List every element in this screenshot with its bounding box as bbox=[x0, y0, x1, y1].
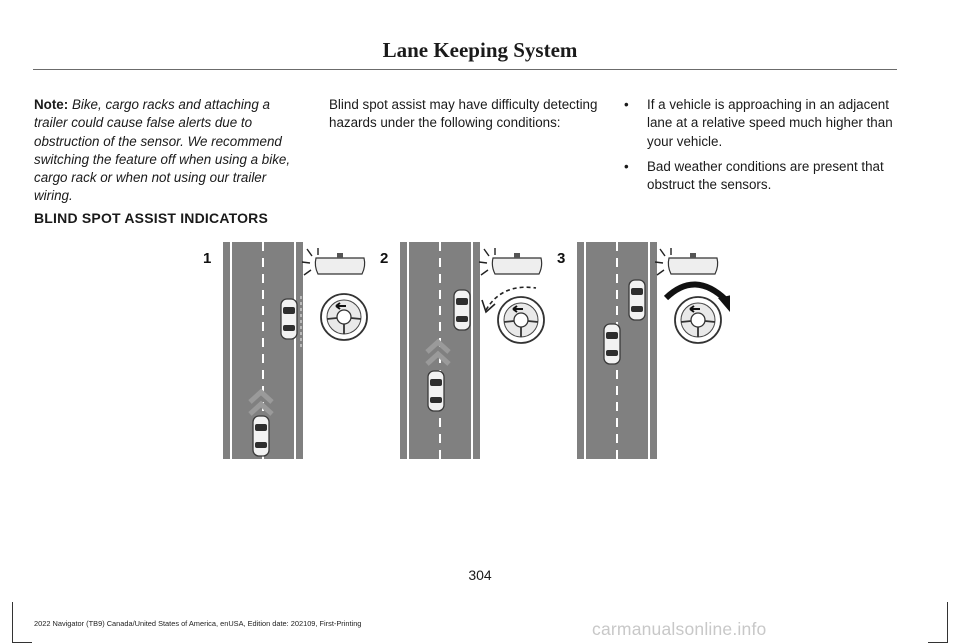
indicator-label-2: 2 bbox=[380, 250, 388, 267]
indicator-panel-2 bbox=[400, 242, 545, 459]
header-rule bbox=[33, 69, 897, 70]
conditions-list: If a vehicle is approaching in an adjace… bbox=[622, 96, 900, 201]
section-heading: BLIND SPOT ASSIST INDICATORS bbox=[34, 210, 269, 226]
indicator-panel-1 bbox=[223, 242, 368, 459]
condition-bullet: If a vehicle is approaching in an adjace… bbox=[622, 96, 900, 151]
conditions-intro: Blind spot assist may have difficulty de… bbox=[329, 97, 598, 131]
condition-bullet: Bad weather conditions are present that … bbox=[622, 158, 900, 195]
page-number: 304 bbox=[468, 567, 492, 583]
watermark: carmanualsonline.info bbox=[592, 619, 767, 639]
indicator-panel-3 bbox=[577, 242, 736, 459]
blind-spot-indicators-figure: 1 2 3 bbox=[190, 238, 736, 467]
note-label: Note: bbox=[34, 97, 69, 112]
crop-mark-left bbox=[12, 602, 13, 643]
note-paragraph: Note: Bike, cargo racks and attaching a … bbox=[34, 96, 306, 206]
indicator-label-3: 3 bbox=[557, 250, 565, 267]
note-text: Bike, cargo racks and attaching a traile… bbox=[34, 97, 291, 204]
indicator-illustration: 1 2 3 bbox=[203, 242, 736, 459]
page-title: Lane Keeping System bbox=[382, 38, 578, 62]
indicator-label-1: 1 bbox=[203, 250, 211, 267]
edition-footer: 2022 Navigator (TB9) Canada/United State… bbox=[34, 619, 362, 628]
crop-mark-right bbox=[947, 602, 948, 643]
